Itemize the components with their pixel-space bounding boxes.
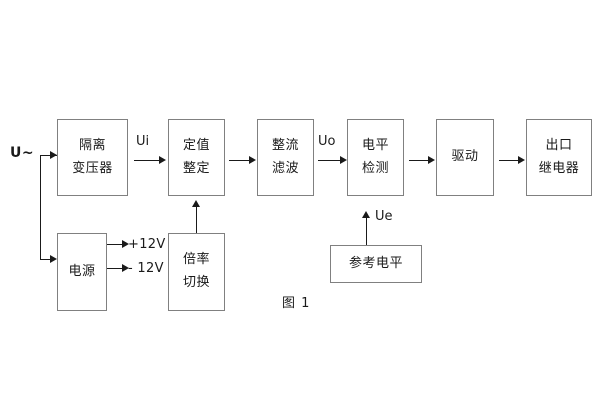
arrowhead-level-to-drive bbox=[428, 156, 435, 164]
block-drive[interactable]: 驱动 bbox=[436, 119, 494, 196]
arrowhead-rail-positive bbox=[122, 240, 129, 248]
signal-label-ue: Ue bbox=[375, 209, 393, 224]
wire-rail-negative bbox=[107, 268, 122, 269]
rail-label-negative: - 12V bbox=[128, 261, 164, 276]
block-line: 电源 bbox=[68, 263, 96, 279]
wire-rail-positive bbox=[107, 244, 122, 245]
block-line: 变压器 bbox=[72, 160, 113, 176]
wire-setting-to-rectify bbox=[229, 160, 249, 161]
arrowhead-setting-to-rectify bbox=[249, 156, 256, 164]
signal-label-uo: Uo bbox=[318, 134, 336, 149]
block-line: 定值 bbox=[182, 137, 210, 153]
wire-reference-to-level bbox=[366, 218, 367, 245]
block-line: 滤波 bbox=[271, 160, 299, 176]
wire-multiplier-to-setting bbox=[196, 207, 197, 233]
block-reference-level[interactable]: 参考电平 bbox=[330, 245, 422, 283]
block-line: 检测 bbox=[361, 160, 389, 176]
figure-caption: 图 1 bbox=[282, 296, 311, 311]
block-line: 继电器 bbox=[538, 160, 580, 176]
arrowhead-transformer-to-setting bbox=[159, 156, 166, 164]
wire-drive-to-relay bbox=[499, 160, 518, 161]
arrowhead-rectify-to-level bbox=[340, 156, 347, 164]
arrowhead-drive-to-relay bbox=[518, 156, 525, 164]
wire-level-to-drive bbox=[409, 160, 428, 161]
arrowhead-to-transformer bbox=[50, 151, 57, 159]
block-rectify-filter[interactable]: 整流 滤波 bbox=[257, 119, 314, 196]
rail-label-positive: +12V bbox=[128, 237, 166, 252]
wire-rectify-to-level bbox=[318, 160, 340, 161]
block-line: 整定 bbox=[182, 160, 210, 176]
wire-to-transformer bbox=[40, 155, 50, 156]
arrowhead-multiplier-to-setting bbox=[192, 200, 200, 207]
signal-label-ui: Ui bbox=[136, 134, 150, 149]
block-line: 电平 bbox=[361, 137, 389, 153]
block-line: 切换 bbox=[182, 275, 210, 290]
block-isolation-transformer[interactable]: 隔离 变压器 bbox=[57, 119, 128, 196]
block-level-detection[interactable]: 电平 检测 bbox=[347, 119, 404, 196]
block-line: 驱动 bbox=[451, 149, 479, 165]
block-line: 倍率 bbox=[182, 252, 210, 268]
block-output-relay[interactable]: 出口 继电器 bbox=[526, 119, 592, 196]
wire-transformer-to-setting bbox=[134, 160, 159, 161]
wire-to-power-supply bbox=[40, 259, 50, 260]
arrowhead-reference-to-level bbox=[362, 211, 370, 218]
block-setting-value[interactable]: 定值 整定 bbox=[168, 119, 225, 196]
block-multiplier-switch[interactable]: 倍率 切换 bbox=[168, 233, 225, 311]
block-line: 参考电平 bbox=[348, 255, 403, 271]
block-line: 出口 bbox=[545, 137, 573, 153]
block-line: 整流 bbox=[271, 137, 299, 153]
block-power-supply[interactable]: 电源 bbox=[57, 233, 107, 311]
arrowhead-rail-negative bbox=[122, 264, 129, 272]
arrowhead-to-power-supply bbox=[50, 255, 57, 263]
wire-source-riser bbox=[40, 155, 41, 259]
block-line: 隔离 bbox=[78, 137, 106, 153]
source-label-u-ac: U~ bbox=[10, 145, 35, 161]
